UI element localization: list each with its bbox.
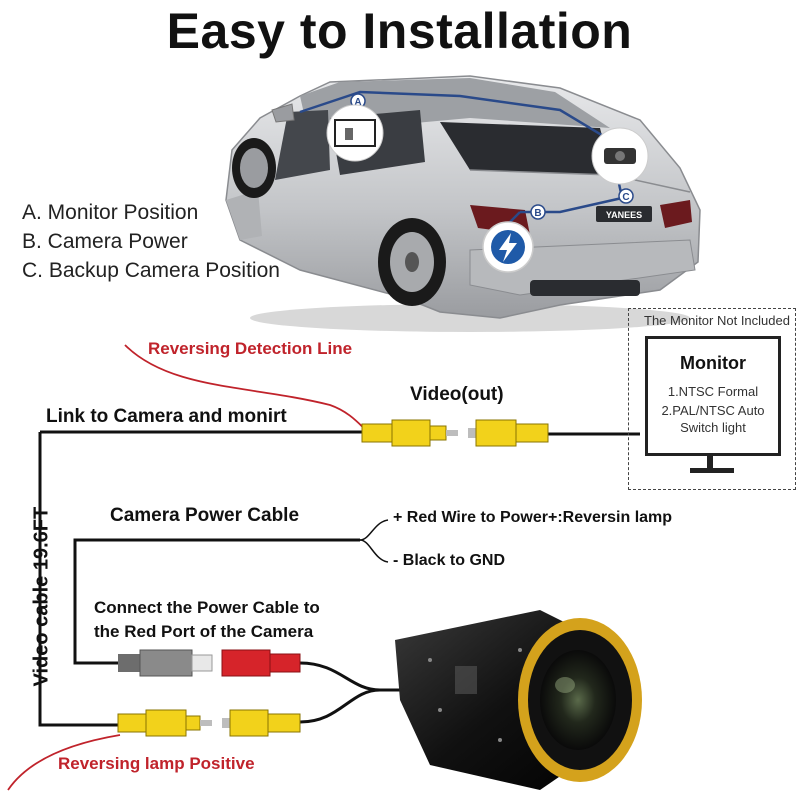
black-gnd-label: - Black to GND [393, 552, 506, 569]
reversing-lamp-wire [7, 734, 121, 791]
monitor-spec-2: 2.PAL/NTSC Auto [661, 403, 765, 418]
monitor-stand [690, 450, 734, 473]
rca-male-connector-top [361, 419, 458, 447]
video-cable-length-label: Video cable 19.6FT [30, 506, 53, 687]
license-plate-text: YANEES [606, 210, 642, 220]
monitor-inset-icon [326, 104, 384, 162]
monitor-spec-1: 1.NTSC Formal [667, 384, 759, 399]
monitor-not-included-box [628, 308, 796, 490]
power-lightning-icon [482, 221, 534, 273]
rca-female-connector-bottom [222, 709, 301, 737]
camera-inset-icon [591, 127, 649, 185]
monitor-screen: Monitor 1.NTSC Formal 2.PAL/NTSC Auto Sw… [645, 336, 781, 456]
legend-monitor-position: A. Monitor Position [22, 201, 199, 224]
monitor-spec-3: Switch light [680, 420, 746, 435]
power-cable [73, 538, 360, 665]
reversing-lamp-label: Reversing lamp Positive [58, 754, 255, 773]
vertical-video-cable [38, 432, 118, 727]
red-wire-label: + Red Wire to Power+:Reversin lamp [393, 509, 673, 526]
page-title: Easy to Installation [166, 3, 633, 59]
reversing-detection-label: Reversing Detection Line [148, 339, 353, 358]
marker-c-label: C [622, 192, 629, 203]
marker-b-label: B [534, 208, 541, 219]
rca-female-connector-top [468, 419, 549, 447]
marker-b: B [530, 204, 546, 220]
backup-camera [395, 610, 642, 790]
legend-camera-power: B. Camera Power [22, 230, 188, 253]
gray-power-connector [118, 649, 213, 677]
monitor-not-included-note: The Monitor Not Included [644, 313, 790, 328]
link-camera-label: Link to Camera and monirt [46, 406, 287, 427]
connect-power-label-line1: Connect the Power Cable to [94, 598, 320, 617]
marker-a-label: A [354, 97, 361, 108]
red-power-connector [221, 649, 301, 677]
camera-power-cable-label: Camera Power Cable [110, 505, 300, 526]
connect-power-label-line2: the Red Port of the Camera [94, 622, 314, 641]
video-out-label: Video(out) [410, 384, 504, 405]
reversing-detection-wire [124, 344, 369, 433]
rca-male-connector-bottom [117, 709, 212, 737]
car-illustration [225, 75, 701, 332]
legend-backup-camera-position: C. Backup Camera Position [22, 259, 280, 282]
marker-c: C [618, 188, 634, 204]
monitor-heading: Monitor [680, 353, 746, 373]
